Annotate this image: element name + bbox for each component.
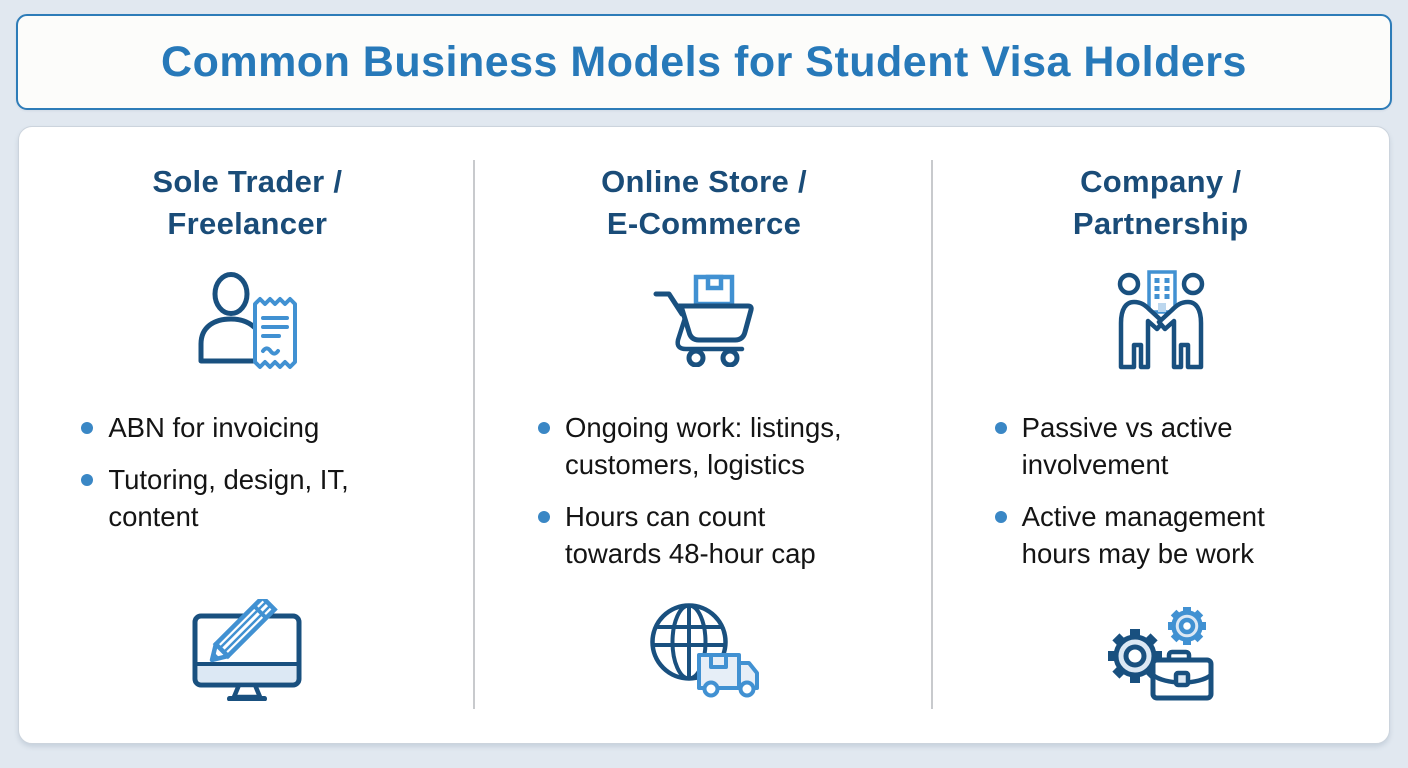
column-sole-trader: Sole Trader / Freelancer ABN for invoici…	[19, 127, 476, 743]
bullet-dot	[994, 511, 1007, 523]
bullet-dot	[538, 511, 550, 523]
gears-briefcase-icon	[1105, 599, 1217, 701]
list-item: Ongoing work: listings, customers, logis…	[538, 409, 870, 483]
list-item: ABN for invoicing	[81, 409, 413, 446]
page-title: Common Business Models for Student Visa …	[161, 37, 1247, 86]
bullet-text: Hours can count towards 48-hour cap	[565, 501, 816, 569]
column-heading: Online Store / E-Commerce	[601, 164, 807, 241]
monitor-pencil-icon	[191, 599, 303, 701]
bullet-dot	[81, 474, 94, 486]
bullet-list: Passive vs active involvement Active man…	[994, 409, 1327, 587]
list-item: Active management hours may be work	[994, 498, 1327, 572]
list-item: Hours can count towards 48-hour cap	[538, 498, 870, 572]
column-online-store: Online Store / E-Commerce Ongoing work: …	[476, 127, 933, 743]
globe-delivery-truck-icon	[645, 599, 763, 701]
content-card: Sole Trader / Freelancer ABN for invoici…	[18, 126, 1390, 744]
bullet-text: Ongoing work: listings, customers, logis…	[565, 412, 842, 480]
list-item: Tutoring, design, IT, content	[81, 461, 413, 535]
column-company-partnership: Company / Partnership	[932, 127, 1389, 743]
bullet-list: ABN for invoicing Tutoring, design, IT, …	[81, 409, 413, 550]
bullet-text: Passive vs active involvement	[1021, 412, 1233, 480]
bullet-text: Active management hours may be work	[1021, 501, 1265, 569]
bullet-text: ABN for invoicing	[108, 412, 320, 443]
column-divider-1	[473, 160, 475, 709]
person-invoice-icon	[191, 269, 303, 371]
bullet-list: Ongoing work: listings, customers, logis…	[538, 409, 870, 587]
column-divider-2	[931, 160, 933, 709]
bullet-dot	[994, 422, 1007, 434]
column-heading: Company / Partnership	[1072, 164, 1249, 241]
bullet-text: Tutoring, design, IT, content	[108, 464, 349, 532]
column-heading: Sole Trader / Freelancer	[152, 164, 343, 241]
title-banner: Common Business Models for Student Visa …	[16, 14, 1392, 110]
bullet-dot	[538, 422, 550, 434]
handshake-building-icon	[1105, 269, 1217, 371]
list-item: Passive vs active involvement	[994, 409, 1327, 483]
shopping-cart-box-icon	[652, 269, 756, 371]
bullet-dot	[81, 422, 94, 434]
